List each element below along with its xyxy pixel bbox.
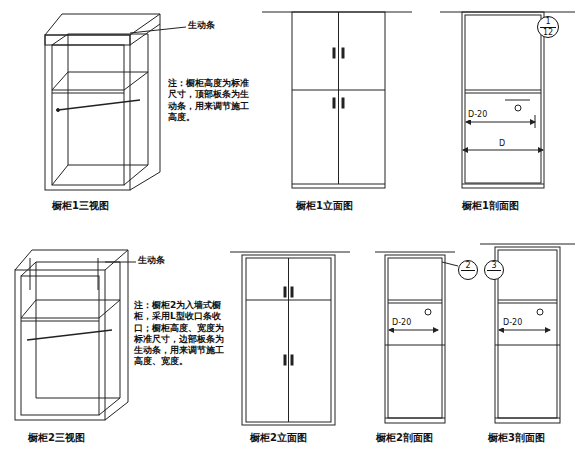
view-caption: 橱柜2剖面图 bbox=[376, 432, 433, 445]
cabinet2-elevation bbox=[230, 252, 350, 425]
detail-callout: 3 bbox=[484, 260, 504, 280]
detail-callout: 112 bbox=[537, 16, 559, 38]
view-caption: 橱柜2三视图 bbox=[28, 432, 85, 445]
dimension: D-20 bbox=[502, 318, 523, 328]
cabinet2-section bbox=[375, 252, 458, 423]
cabinet1-elevation bbox=[262, 12, 412, 188]
callout-number: 3 bbox=[485, 262, 503, 270]
callout-divider bbox=[461, 270, 475, 271]
callout-number: 12 bbox=[538, 29, 558, 37]
dimension: D-20 bbox=[467, 110, 488, 120]
view-caption: 橱柜1立面图 bbox=[296, 200, 353, 213]
cabinet2-3d bbox=[15, 250, 136, 420]
view-caption: 橱柜2立面图 bbox=[250, 432, 307, 445]
part-name: 生动条 bbox=[138, 255, 165, 266]
view-caption: 橱柜1剖面图 bbox=[462, 200, 519, 213]
cabinet1-3d bbox=[45, 14, 186, 190]
callout-number: 2 bbox=[459, 262, 477, 270]
detail-callout: 2 bbox=[458, 260, 478, 280]
dimension: D bbox=[498, 139, 506, 149]
callout-number: 1 bbox=[538, 18, 558, 26]
callout-divider bbox=[487, 270, 501, 271]
callout-divider bbox=[540, 27, 556, 28]
cabinet1-section bbox=[440, 12, 575, 188]
cabinet3-section bbox=[480, 244, 575, 423]
view-caption: 橱柜1三视图 bbox=[52, 200, 109, 213]
note: 注：橱柜2为入墙式橱柜，采用L型收口条收口；橱柜高度、宽度为标准尺寸，边部板条为… bbox=[134, 300, 230, 368]
note: 注：橱柜高度为标准尺寸，顶部板条为生动条，用来调节施工高度。 bbox=[168, 78, 256, 123]
dimension: D-20 bbox=[391, 318, 412, 328]
part-name: 生动条 bbox=[188, 20, 215, 31]
view-caption: 橱柜3剖面图 bbox=[488, 432, 545, 445]
